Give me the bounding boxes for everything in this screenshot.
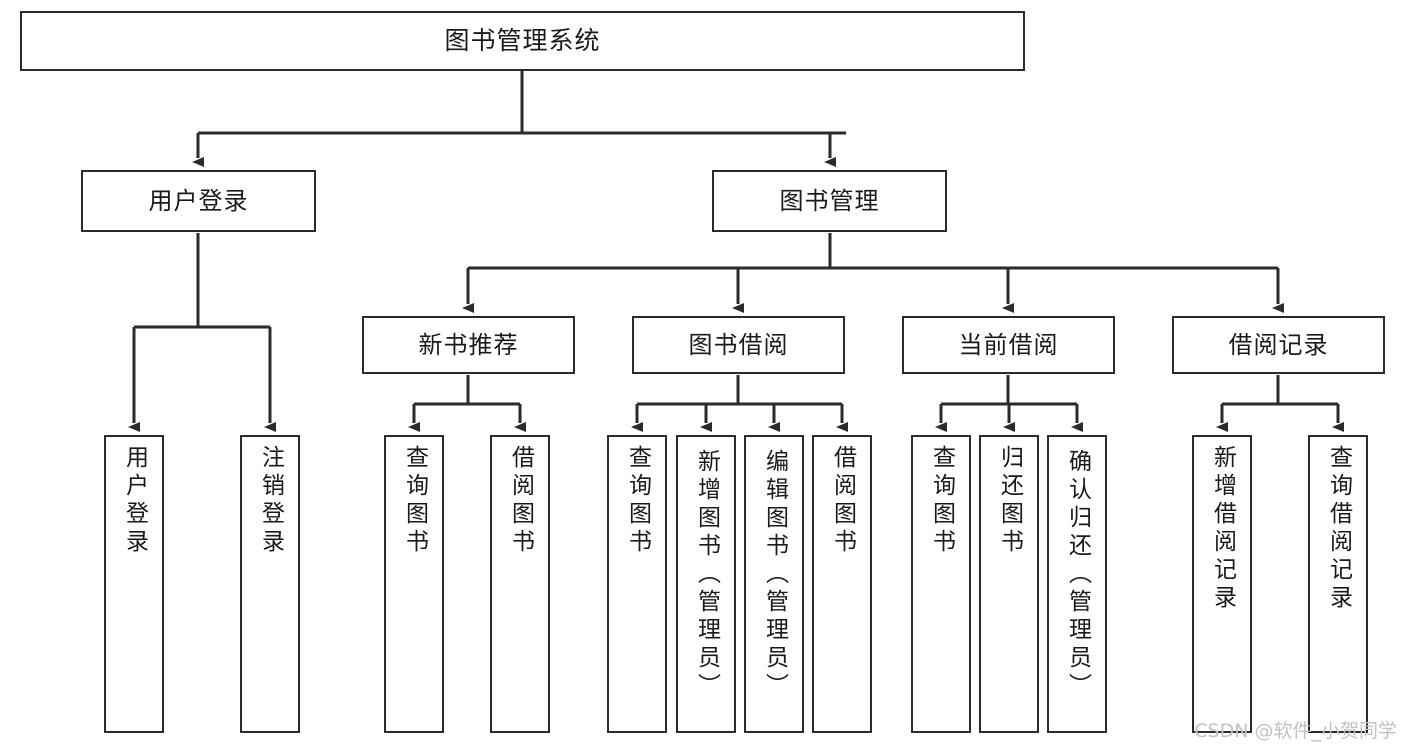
node-leaf-record-query[interactable]: 查询借阅记录 (1308, 435, 1368, 733)
node-label: 新书推荐 (418, 330, 519, 359)
node-leaf-logout[interactable]: 注销登录 (240, 435, 300, 733)
node-label: 注销登录 (257, 445, 284, 557)
node-new-book-recommend[interactable]: 新书推荐 (362, 316, 575, 374)
node-leaf-current-confirm-return-admin[interactable]: 确认归还（管理员） (1047, 435, 1107, 733)
node-label: 用户登录 (148, 186, 249, 215)
node-label: 确认归还（管理员） (1064, 449, 1091, 701)
node-leaf-user-login[interactable]: 用户登录 (104, 435, 164, 733)
node-label: 借阅记录 (1228, 330, 1329, 359)
node-borrow-record[interactable]: 借阅记录 (1172, 316, 1385, 374)
node-leaf-borrow-edit-book-admin[interactable]: 编辑图书（管理员） (744, 435, 804, 733)
node-root-system[interactable]: 图书管理系统 (20, 11, 1025, 71)
node-label: 编辑图书（管理员） (761, 449, 788, 701)
node-leaf-record-add[interactable]: 新增借阅记录 (1192, 435, 1252, 733)
node-label: 查询图书 (928, 445, 955, 557)
node-leaf-borrow-query-book[interactable]: 查询图书 (607, 435, 667, 733)
node-user-login[interactable]: 用户登录 (81, 170, 316, 232)
node-leaf-recommend-query-book[interactable]: 查询图书 (384, 435, 444, 733)
node-label: 借阅图书 (829, 445, 856, 557)
node-label: 图书管理系统 (444, 26, 601, 56)
node-label: 查询图书 (401, 445, 428, 557)
csdn-watermark: CSDN @软件_小贺同学 (1194, 720, 1397, 742)
node-book-manage[interactable]: 图书管理 (712, 170, 947, 232)
node-current-borrow[interactable]: 当前借阅 (902, 316, 1115, 374)
node-label: 图书管理 (779, 186, 880, 215)
node-leaf-current-query-book[interactable]: 查询图书 (911, 435, 971, 733)
node-leaf-current-return-book[interactable]: 归还图书 (979, 435, 1039, 733)
node-leaf-borrow-borrow-book[interactable]: 借阅图书 (812, 435, 872, 733)
node-label: 借阅图书 (507, 445, 534, 557)
node-leaf-borrow-add-book-admin[interactable]: 新增图书（管理员） (676, 435, 736, 733)
node-label: 图书借阅 (688, 330, 789, 359)
node-label: 新增借阅记录 (1209, 445, 1236, 613)
node-label: 查询借阅记录 (1325, 445, 1352, 613)
node-book-borrow[interactable]: 图书借阅 (632, 316, 845, 374)
node-label: 归还图书 (996, 445, 1023, 557)
node-label: 新增图书（管理员） (693, 449, 720, 701)
node-label: 当前借阅 (958, 330, 1059, 359)
node-label: 查询图书 (624, 445, 651, 557)
node-leaf-recommend-borrow-book[interactable]: 借阅图书 (490, 435, 550, 733)
node-label: 用户登录 (121, 445, 148, 557)
